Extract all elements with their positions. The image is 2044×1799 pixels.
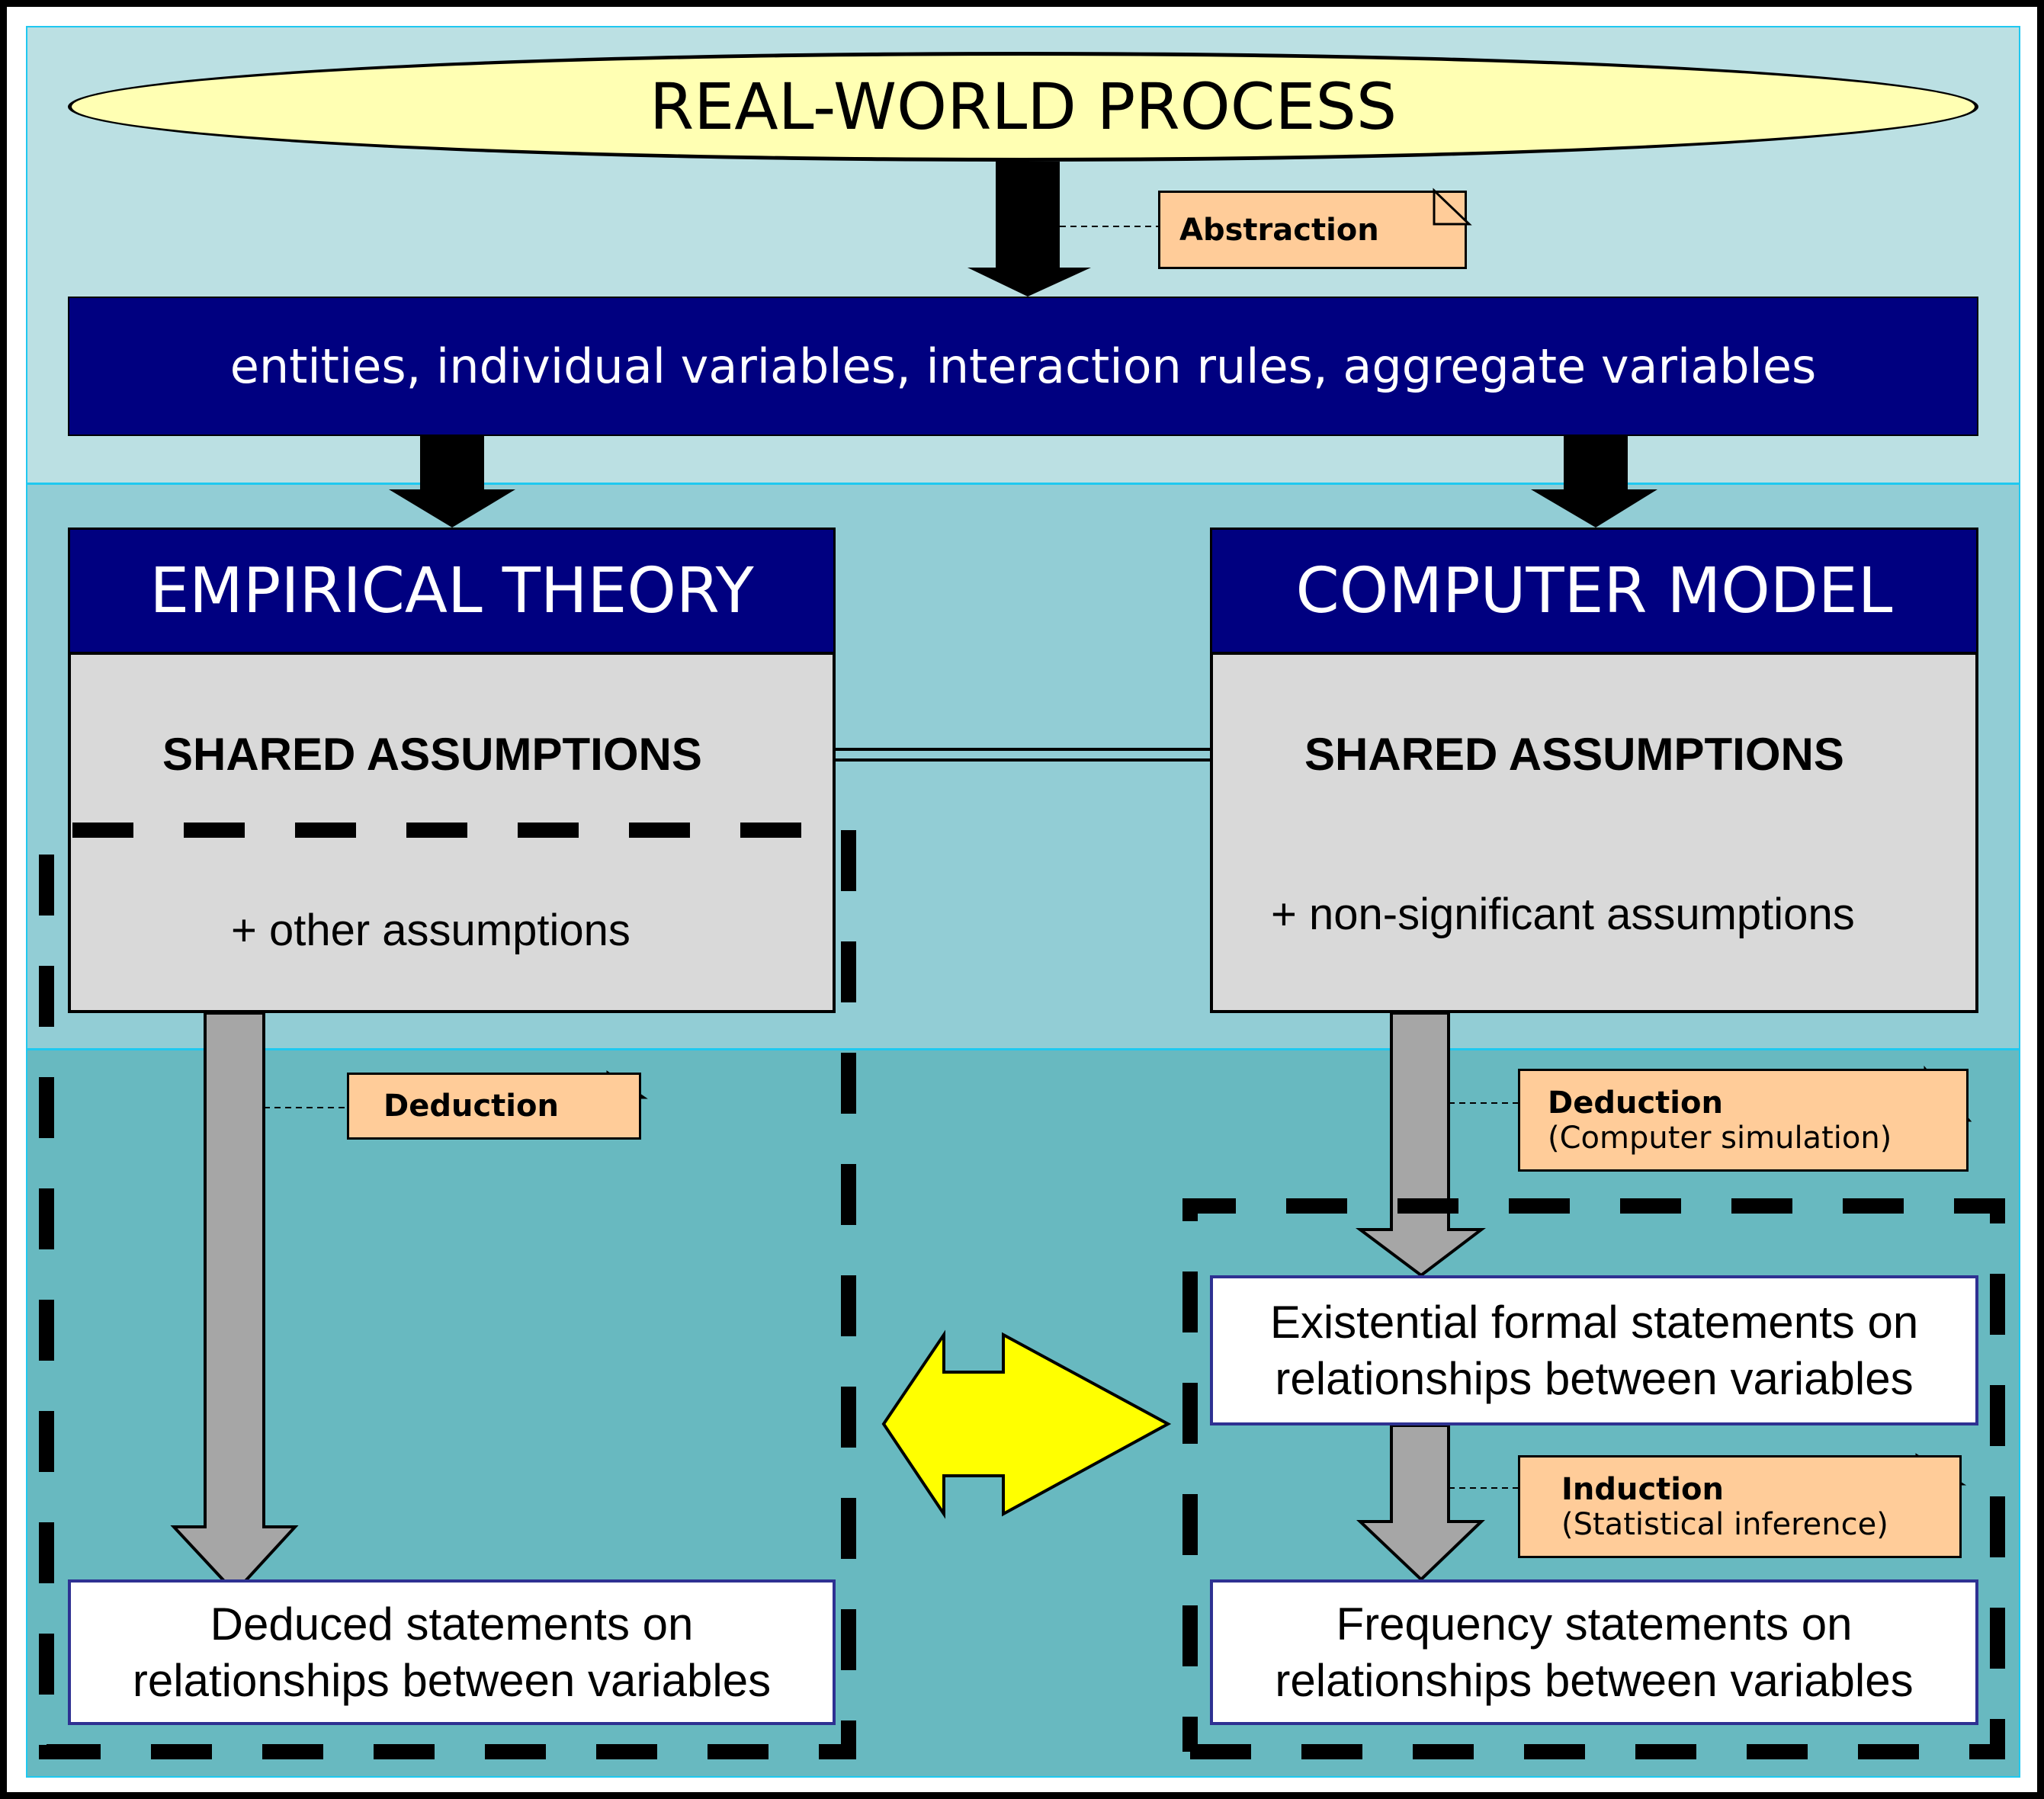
empirical-theory-title: EMPIRICAL THEORY — [149, 554, 754, 627]
deduction-note-left: Deduction — [347, 1073, 641, 1140]
to-theory-arrow — [389, 436, 515, 528]
deduction-note-right-subtitle: (Computer simulation) — [1548, 1120, 1892, 1156]
abstraction-note: Abstraction — [1158, 191, 1467, 269]
comparison-double-arrow — [881, 1329, 1172, 1519]
frequency-statements-box: Frequency statements on relationships be… — [1210, 1579, 1978, 1725]
computer-model-body — [1210, 652, 1978, 1013]
deduction-note-right: Deduction (Computer simulation) — [1518, 1069, 1969, 1172]
existential-statements-line1: Existential formal statements on — [1269, 1297, 1919, 1348]
induction-note-subtitle: (Statistical inference) — [1561, 1506, 1888, 1542]
deduction-arrow-right — [1356, 1012, 1486, 1278]
empirical-other-assumptions: + other assumptions — [231, 906, 631, 955]
model-components-bar: entities, individual variables, interact… — [68, 297, 1978, 436]
computer-shared-assumptions: SHARED ASSUMPTIONS — [1304, 729, 1844, 780]
deduction-arrow-left — [170, 1012, 299, 1595]
real-world-process-label: REAL-WORLD PROCESS — [649, 69, 1397, 144]
computer-nonsignificant-assumptions: + non-significant assumptions — [1271, 890, 1855, 939]
frequency-statements-line1: Frequency statements on — [1336, 1599, 1853, 1650]
computer-model-header: COMPUTER MODEL — [1210, 528, 1978, 654]
deduction-note-right-title: Deduction — [1548, 1085, 1723, 1121]
induction-note: Induction (Statistical inference) — [1518, 1455, 1962, 1558]
deduced-statements-line1: Deduced statements on — [210, 1599, 694, 1650]
induction-arrow — [1356, 1424, 1485, 1582]
deduction-note-left-title: Deduction — [383, 1089, 559, 1124]
to-model-arrow — [1531, 436, 1657, 528]
frequency-statements-line2: relationships between variables — [1275, 1654, 1914, 1706]
empirical-theory-body — [68, 652, 836, 1013]
deduced-statements-box: Deduced statements on relationships betw… — [68, 1579, 836, 1725]
induction-note-title: Induction — [1561, 1471, 1724, 1507]
existential-statements-line2: relationships between variables — [1275, 1352, 1914, 1404]
existential-statements-box: Existential formal statements on relatio… — [1210, 1275, 1978, 1425]
abstraction-arrow — [967, 162, 1091, 297]
model-components-label: entities, individual variables, interact… — [229, 338, 1817, 394]
inner-panel — [26, 26, 2020, 1778]
empirical-theory-header: EMPIRICAL THEORY — [68, 528, 836, 654]
deduced-statements-line2: relationships between variables — [132, 1654, 772, 1706]
empirical-shared-assumptions: SHARED ASSUMPTIONS — [162, 729, 702, 780]
real-world-process-ellipse: REAL-WORLD PROCESS — [68, 52, 1978, 162]
computer-model-title: COMPUTER MODEL — [1295, 554, 1893, 627]
abstraction-note-title: Abstraction — [1179, 212, 1379, 248]
